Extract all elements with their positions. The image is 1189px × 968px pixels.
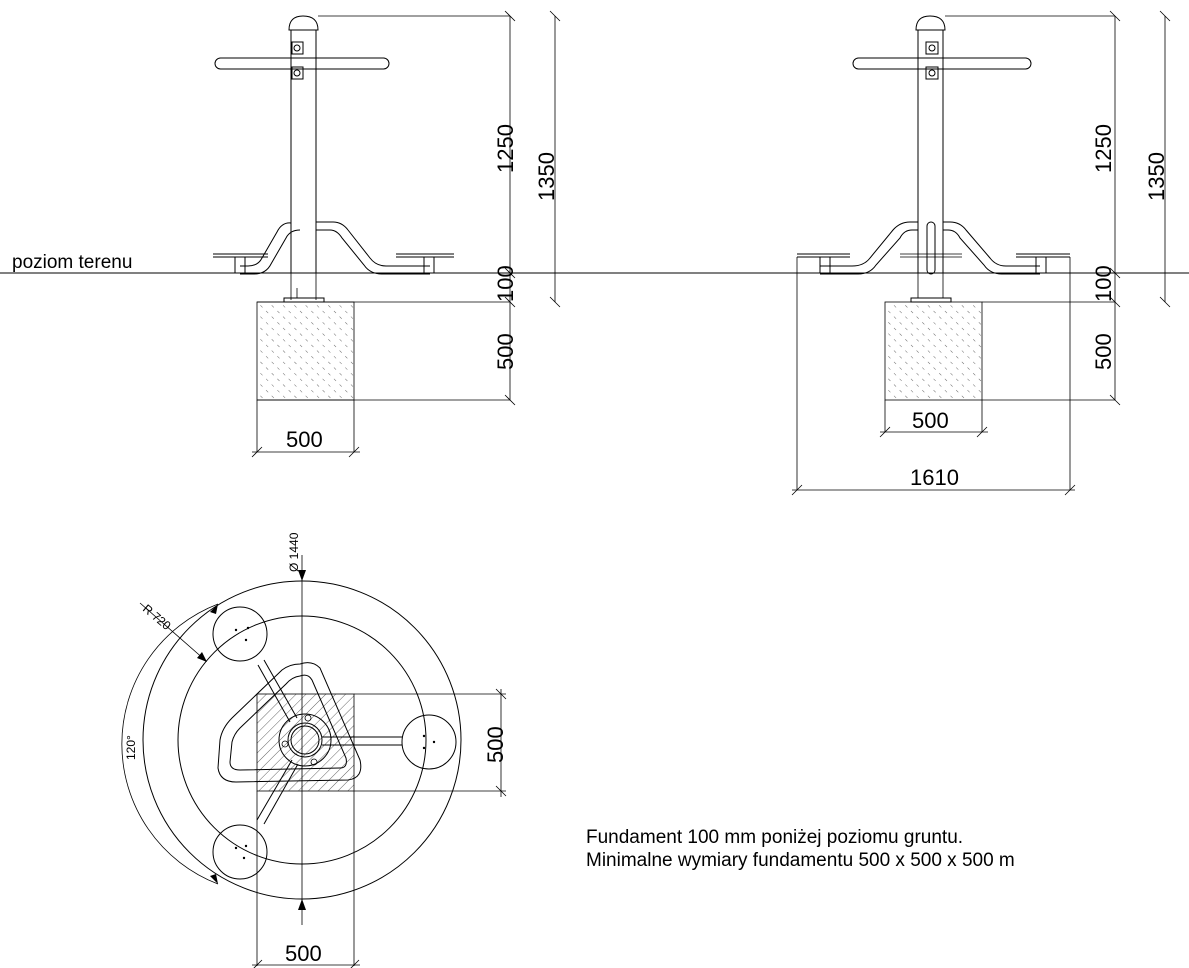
- plan-dim-500-side: 500: [483, 726, 508, 763]
- foundation-note-line2: Minimalne wymiary fundamentu 500 x 500 x…: [586, 850, 1015, 871]
- front-view: 1250 1350 100 500 500 1610: [791, 10, 1171, 496]
- side-handle-bar: [214, 57, 390, 70]
- front-dim-1350: 1350: [1144, 152, 1169, 201]
- front-arm-left: [820, 221, 918, 267]
- side-arm-left: [240, 222, 292, 267]
- plan-center-hub: [278, 713, 332, 767]
- front-arm-right: [943, 221, 1040, 267]
- plan-pedal-top: [212, 606, 268, 662]
- front-dim-1610: 1610: [910, 465, 959, 490]
- side-view: 1250 1350 100 500 500: [213, 10, 561, 458]
- plan-angle-arc: [121, 603, 219, 885]
- side-dim-500-horizontal: 500: [286, 427, 323, 452]
- plan-dim-angle: 120°: [124, 735, 138, 760]
- front-dim-500-vertical: 500: [1091, 333, 1116, 370]
- front-post-cap: [915, 15, 946, 31]
- front-dim-100: 100: [1091, 265, 1116, 302]
- side-arm-right: [316, 221, 430, 267]
- side-post-cap: [288, 15, 319, 31]
- plan-view: Ø 1440 R 720 120° 500 500: [121, 532, 508, 968]
- side-dim-100: 100: [493, 265, 518, 302]
- plan-pedal-bottom: [212, 824, 268, 880]
- side-dim-500-vertical: 500: [493, 333, 518, 370]
- front-post: [917, 29, 944, 274]
- ground-label: poziom terenu: [12, 252, 132, 273]
- side-post: [290, 29, 317, 274]
- foundation-note-line1: Fundament 100 mm poniżej poziomu gruntu.: [586, 827, 964, 848]
- front-dim-1250: 1250: [1091, 124, 1116, 173]
- foundation-note: Fundament 100 mm poniżej poziomu gruntu.…: [586, 826, 1015, 872]
- front-handle-bar: [852, 57, 1032, 70]
- plan-dim-diameter: Ø 1440: [287, 532, 301, 572]
- plan-pedal-right: [401, 714, 457, 770]
- side-dim-1250: 1250: [493, 124, 518, 173]
- side-dim-1350: 1350: [534, 152, 559, 201]
- front-foundation: [884, 301, 983, 401]
- side-foundation: [256, 301, 355, 401]
- plan-triangle-frame: [217, 662, 362, 783]
- front-dim-500-horizontal: 500: [912, 408, 949, 433]
- plan-dim-500-bottom: 500: [285, 941, 322, 966]
